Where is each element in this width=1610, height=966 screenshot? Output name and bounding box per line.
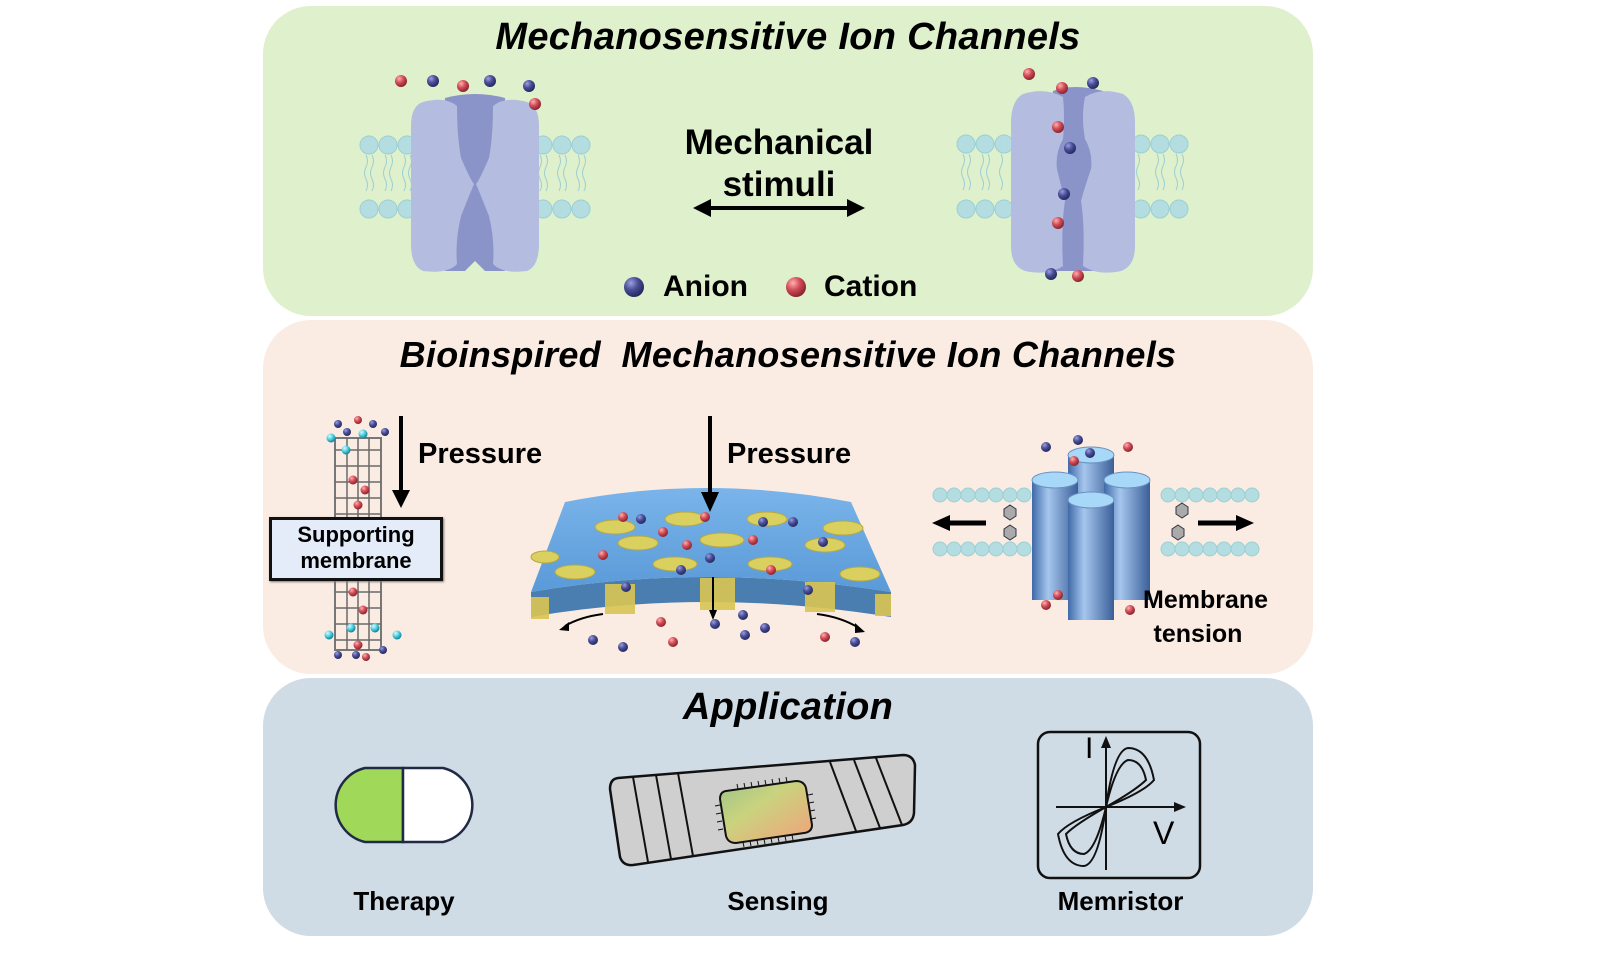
cation-sphere-icon xyxy=(786,277,806,297)
lipid-bilayer xyxy=(359,135,591,219)
sensing-label: Sensing xyxy=(727,886,829,916)
label-line-1: Mechanical xyxy=(684,123,874,162)
closed-channel-illustration xyxy=(359,75,591,272)
sensor-chip-icon xyxy=(608,753,917,867)
support-line-2: membrane xyxy=(300,548,412,573)
nanochannel-membrane-illustration xyxy=(530,488,891,652)
axis-label-voltage: V xyxy=(1153,815,1175,851)
lipid-bilayer xyxy=(956,134,1189,219)
panel-title-natural: Mechanosensitive Ion Channels xyxy=(495,16,1081,58)
memristor-label: Memristor xyxy=(1057,886,1184,916)
label-line-2: stimuli xyxy=(722,165,836,204)
tension-line-1: Membrane xyxy=(1143,586,1269,614)
iv-hysteresis-icon xyxy=(1036,730,1202,880)
cylindrical-channel-bundle xyxy=(1031,446,1151,620)
bioinspired-channels-panel: Bioinspired Mechanosensitive Ion Channel… xyxy=(263,320,1313,674)
lipid-bilayer xyxy=(932,487,1260,557)
panel-title-bioinspired: Bioinspired Mechanosensitive Ion Channel… xyxy=(399,334,1177,375)
sensor-stripes xyxy=(632,757,903,863)
ions-membrane xyxy=(588,512,860,652)
carbon-nanotube-illustration xyxy=(324,416,402,661)
ions-outside xyxy=(395,75,541,110)
legend-anion-label: Anion xyxy=(663,270,748,303)
tension-channel-illustration xyxy=(932,435,1260,620)
ions-in-nanotube xyxy=(324,416,402,661)
application-panel: Application Therapy Sensing xyxy=(263,678,1313,936)
membrane-tension-label: Membrane tension xyxy=(1143,583,1269,651)
panel-title-application: Application xyxy=(682,686,894,728)
supporting-membrane-box: Supporting membrane xyxy=(269,517,443,581)
capsule-icon xyxy=(334,766,474,844)
channel-subunit-right xyxy=(476,99,539,272)
pressure-arrow-icon xyxy=(701,416,719,512)
pressure-arrow-icon xyxy=(392,416,410,508)
support-line-1: Supporting xyxy=(297,522,415,547)
mechanical-stimuli-label: Mechanical stimuli xyxy=(663,122,895,206)
legend-cation-label: Cation xyxy=(824,270,918,303)
channel-subunit-left xyxy=(1011,91,1065,273)
hysteresis-loops xyxy=(1056,746,1156,868)
nanopores xyxy=(530,511,881,582)
tension-line-2: tension xyxy=(1153,620,1243,648)
channel-subunit-left xyxy=(411,99,474,272)
chip xyxy=(714,776,817,848)
ions-tension xyxy=(1041,435,1135,615)
channel-subunit-right xyxy=(1081,91,1135,273)
lipid-anchor-molecules xyxy=(1003,502,1189,541)
open-channel-illustration xyxy=(956,68,1189,282)
natural-channels-panel: Mechanosensitive Ion Channels xyxy=(263,6,1313,316)
chip-pins xyxy=(714,776,817,848)
therapy-label: Therapy xyxy=(353,886,455,916)
pressure-label-nanotube: Pressure xyxy=(418,438,543,470)
anion-sphere-icon xyxy=(624,277,644,297)
ions-permeating xyxy=(1023,68,1099,282)
bidirectional-arrow-icon xyxy=(693,199,865,217)
axis-label-current: I xyxy=(1085,732,1094,765)
pressure-label-membrane: Pressure xyxy=(727,438,852,470)
